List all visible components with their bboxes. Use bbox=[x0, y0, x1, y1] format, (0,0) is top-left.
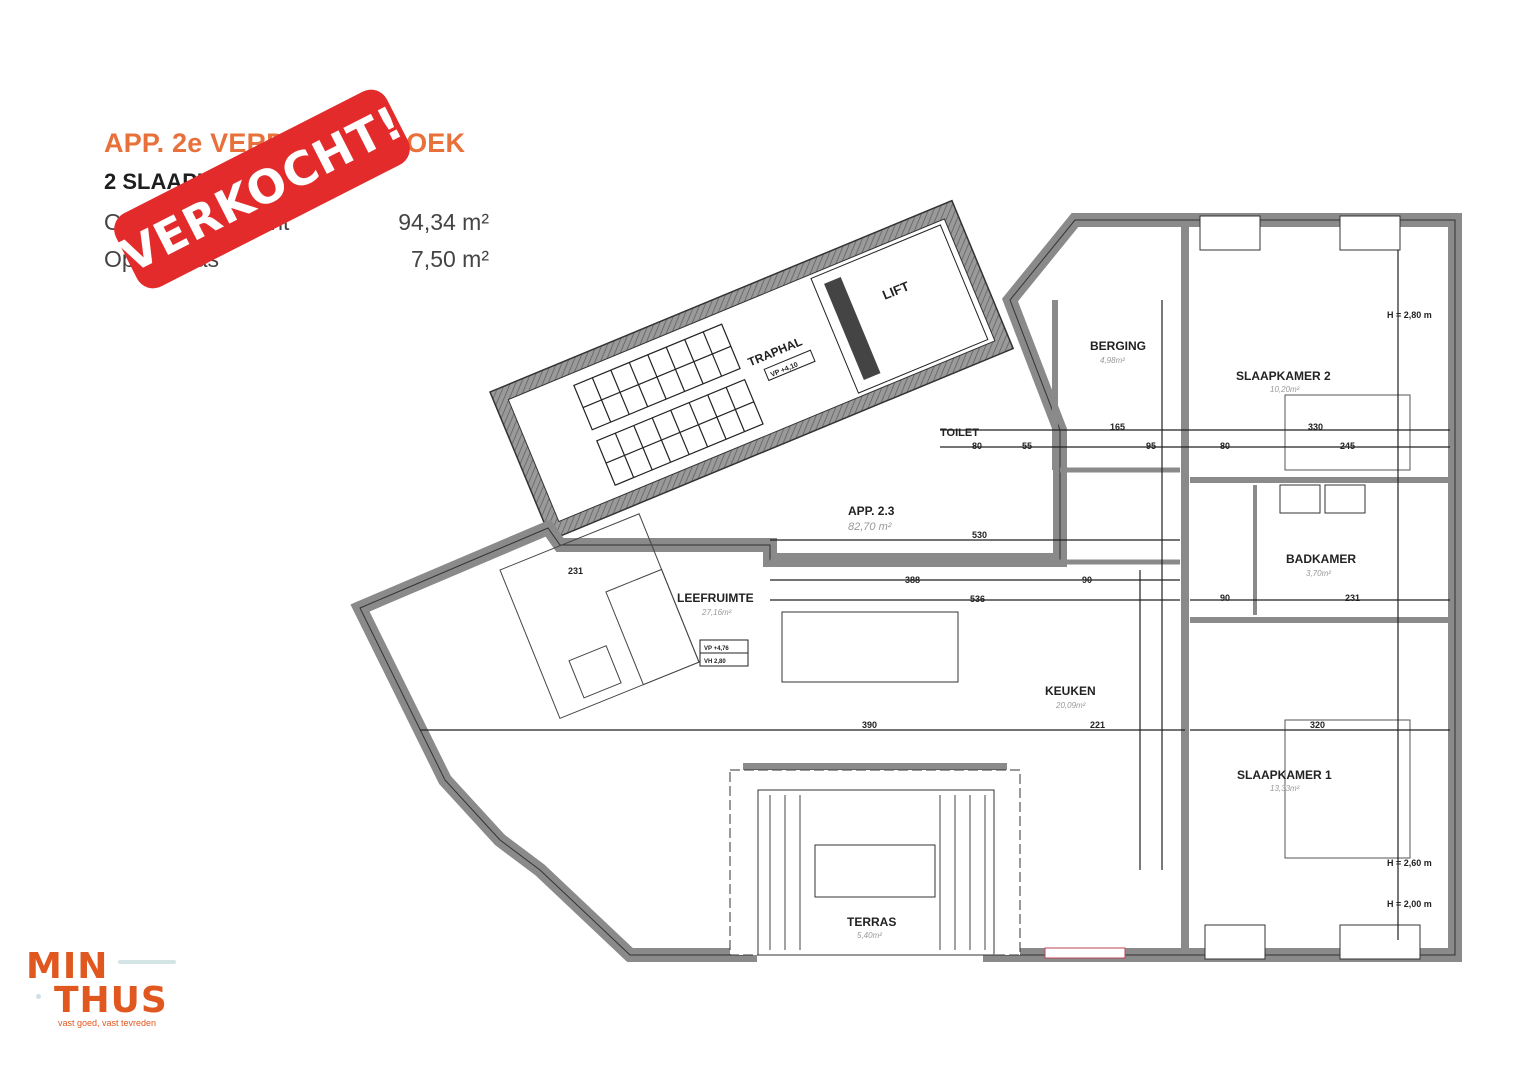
room-label-terras: TERRAS bbox=[847, 915, 896, 929]
room-labels: APP. 2.3 82,70 m² BERGING 4,98m² TOILET … bbox=[677, 310, 1432, 940]
logo-dot bbox=[36, 994, 41, 999]
dim-label: 390 bbox=[862, 720, 877, 730]
leefruimte-vh: VH 2,80 bbox=[704, 659, 726, 665]
height-label: H = 2,60 m bbox=[1387, 858, 1432, 868]
room-label-badkamer: BADKAMER bbox=[1286, 552, 1356, 566]
dim-label: 165 bbox=[1110, 422, 1125, 432]
dimension-labels: 530 388 90 536 390 221 330 245 165 55 80… bbox=[568, 422, 1360, 730]
info-value: 7,50 m² bbox=[411, 246, 489, 272]
room-label-toilet: TOILET bbox=[940, 427, 979, 439]
room-area-badkamer: 3,70m² bbox=[1306, 569, 1331, 578]
logo-bar bbox=[118, 960, 176, 964]
dim-label: 536 bbox=[970, 594, 985, 604]
logo-line-1: MIN bbox=[26, 946, 109, 987]
dim-label: 90 bbox=[1082, 575, 1092, 585]
room-area-slaapkamer-2: 10,20m² bbox=[1270, 385, 1300, 394]
room-label-slaapkamer-1: SLAAPKAMER 1 bbox=[1237, 768, 1332, 782]
room-area-berging: 4,98m² bbox=[1100, 356, 1125, 365]
stairwell-block: LIFT TRAPHAL VP +4,10 bbox=[489, 199, 1015, 541]
height-label: H = 2,00 m bbox=[1387, 899, 1432, 909]
dim-label: 245 bbox=[1340, 441, 1355, 451]
room-label-keuken: KEUKEN bbox=[1045, 684, 1096, 698]
info-value: 94,34 m² bbox=[398, 209, 489, 235]
logo-line-2: THUS bbox=[54, 980, 168, 1021]
dim-label: 320 bbox=[1310, 720, 1325, 730]
leefruimte-vp: VP +4,76 bbox=[704, 646, 729, 652]
dim-label: 221 bbox=[1090, 720, 1105, 730]
room-area-terras: 5,40m² bbox=[857, 931, 882, 940]
dim-label: 330 bbox=[1308, 422, 1323, 432]
dim-label: 55 bbox=[1022, 441, 1032, 451]
room-label-slaapkamer-2: SLAAPKAMER 2 bbox=[1236, 369, 1331, 383]
dim-label: 80 bbox=[1220, 441, 1230, 451]
room-area-slaapkamer-1: 13,33m² bbox=[1270, 784, 1300, 793]
dim-label: 90 bbox=[1220, 593, 1230, 603]
dim-label: 231 bbox=[1345, 593, 1360, 603]
dim-label: 80 bbox=[972, 441, 982, 451]
dim-label: 95 bbox=[1146, 441, 1156, 451]
room-label-leefruimte: LEEFRUIMTE bbox=[677, 591, 754, 605]
room-label-berging: BERGING bbox=[1090, 339, 1146, 353]
minthus-logo: MIN THUS vast goed, vast tevreden bbox=[26, 946, 176, 1028]
dim-label: 231 bbox=[568, 566, 583, 576]
apartment-label: APP. 2.3 bbox=[848, 504, 895, 518]
height-label: H = 2,80 m bbox=[1387, 310, 1432, 320]
dim-label: 388 bbox=[905, 575, 920, 585]
apartment-walls bbox=[350, 213, 1462, 962]
logo-tagline: vast goed, vast tevreden bbox=[58, 1018, 157, 1028]
apartment-area: 82,70 m² bbox=[848, 521, 892, 533]
room-area-leefruimte: 27,16m² bbox=[701, 608, 732, 617]
dim-label: 530 bbox=[972, 530, 987, 540]
room-area-keuken: 20,09m² bbox=[1055, 701, 1086, 710]
